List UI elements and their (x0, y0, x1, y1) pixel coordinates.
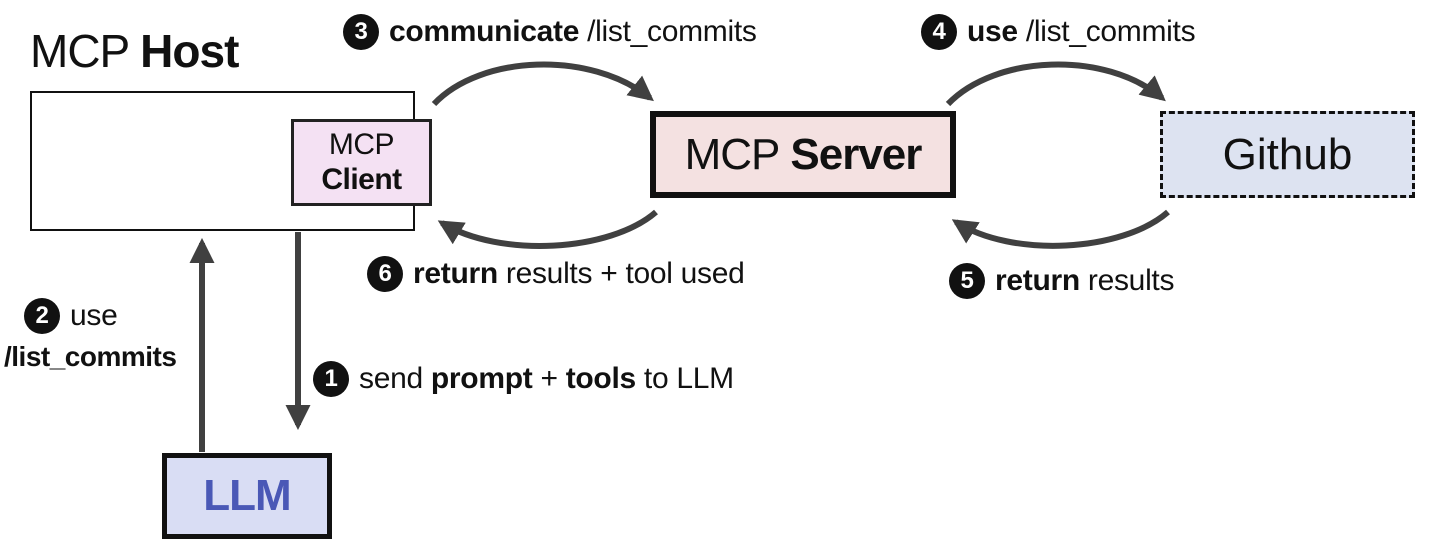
host-title-bold: Host (140, 25, 239, 77)
mcp-server-box: MCP Server (650, 111, 956, 198)
step-5-label: 5 return results (949, 263, 1174, 299)
step-5-number: 5 (949, 263, 985, 299)
step-6-label: 6 return results + tool used (367, 256, 745, 292)
arrow-client-to-server (431, 61, 654, 107)
step-2-command: /list_commits (4, 341, 177, 373)
step-4-bold: use (967, 15, 1018, 48)
mcp-client-box: MCP Client (291, 119, 432, 206)
llm-box: LLM (162, 453, 332, 539)
github-box: Github (1160, 111, 1415, 198)
arrow-server-to-github (945, 61, 1166, 107)
step-3-label: 3 communicate /list_commits (343, 14, 757, 50)
step-5-text: results (1079, 264, 1175, 297)
client-line2: Client (321, 162, 402, 196)
server-label-bold: Server (790, 129, 922, 179)
step-1-text-c: to LLM (635, 362, 734, 395)
step-6-bold: return (413, 257, 498, 290)
step-1-text-b: + (532, 362, 566, 395)
arrow-github-to-server (951, 209, 1170, 249)
step-4-text: /list_commits (1017, 15, 1196, 48)
step-1-label: 1 send prompt + tools to LLM (313, 361, 734, 397)
step-3-text: /list_commits (579, 15, 757, 48)
arrow-server-to-client (437, 209, 658, 249)
step-2-label: 2 use (24, 298, 118, 334)
step-4-label: 4 use /list_commits (921, 14, 1196, 50)
step-1-number: 1 (313, 361, 349, 397)
step-1-bold-prompt: prompt (430, 362, 533, 395)
llm-label: LLM (203, 471, 291, 520)
client-line1: MCP (328, 128, 395, 161)
step-6-text: results + tool used (497, 257, 745, 290)
host-title-light: MCP (30, 25, 129, 77)
step-2-text-command: /list_commits (4, 341, 177, 372)
step-2-number: 2 (24, 298, 60, 334)
host-title: MCP Host (30, 25, 239, 77)
step-4-number: 4 (921, 14, 957, 50)
step-1-bold-tools: tools (565, 362, 636, 395)
step-5-bold: return (995, 264, 1080, 297)
step-2-text-use: use (70, 299, 118, 332)
step-3-bold: communicate (389, 15, 580, 48)
step-3-number: 3 (343, 14, 379, 50)
server-label-light: MCP (684, 129, 781, 179)
step-1-text-a: send (359, 362, 431, 395)
step-6-number: 6 (367, 256, 403, 292)
github-label: Github (1222, 129, 1353, 179)
